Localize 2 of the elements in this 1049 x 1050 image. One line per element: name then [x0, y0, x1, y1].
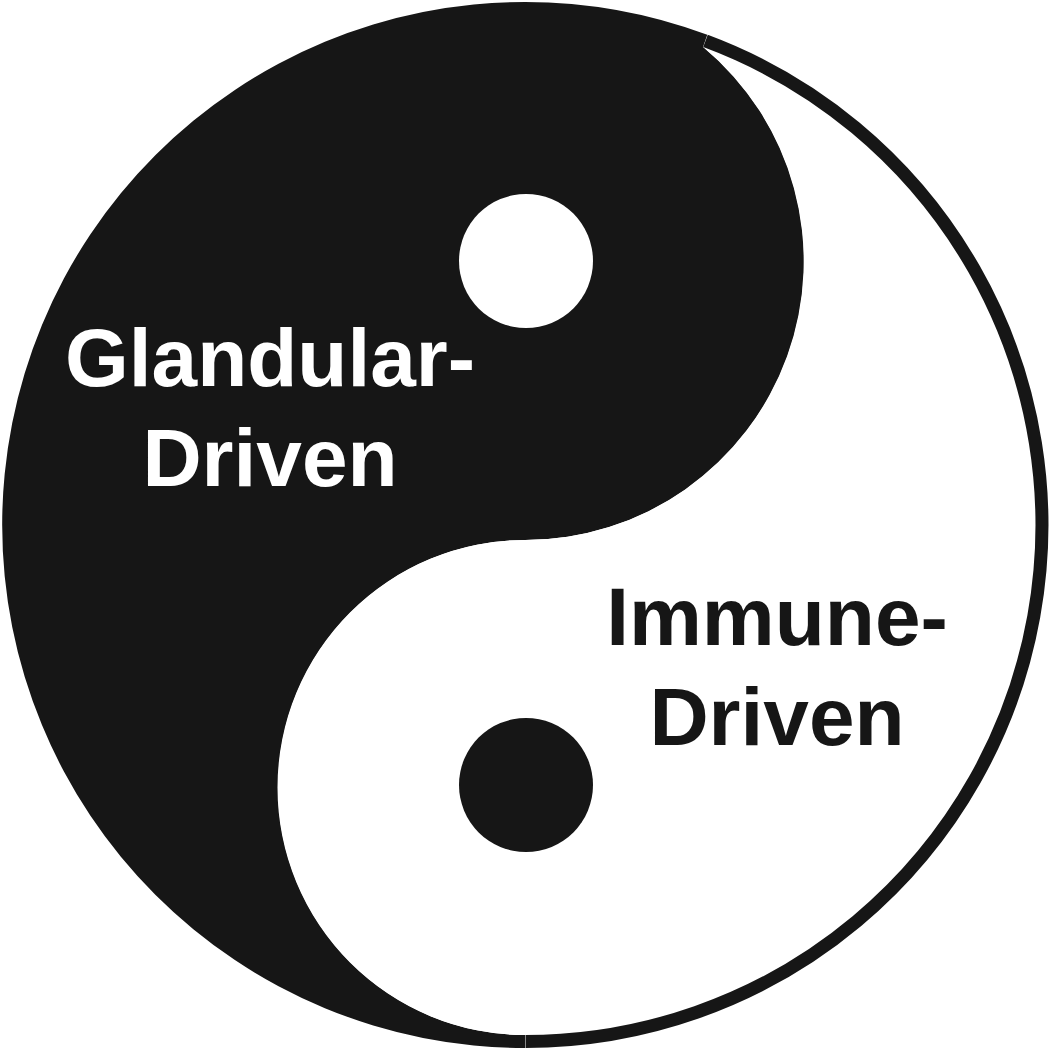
region-label: Glandular-Driven: [65, 311, 475, 505]
region-label: Immune-Driven: [606, 570, 948, 764]
